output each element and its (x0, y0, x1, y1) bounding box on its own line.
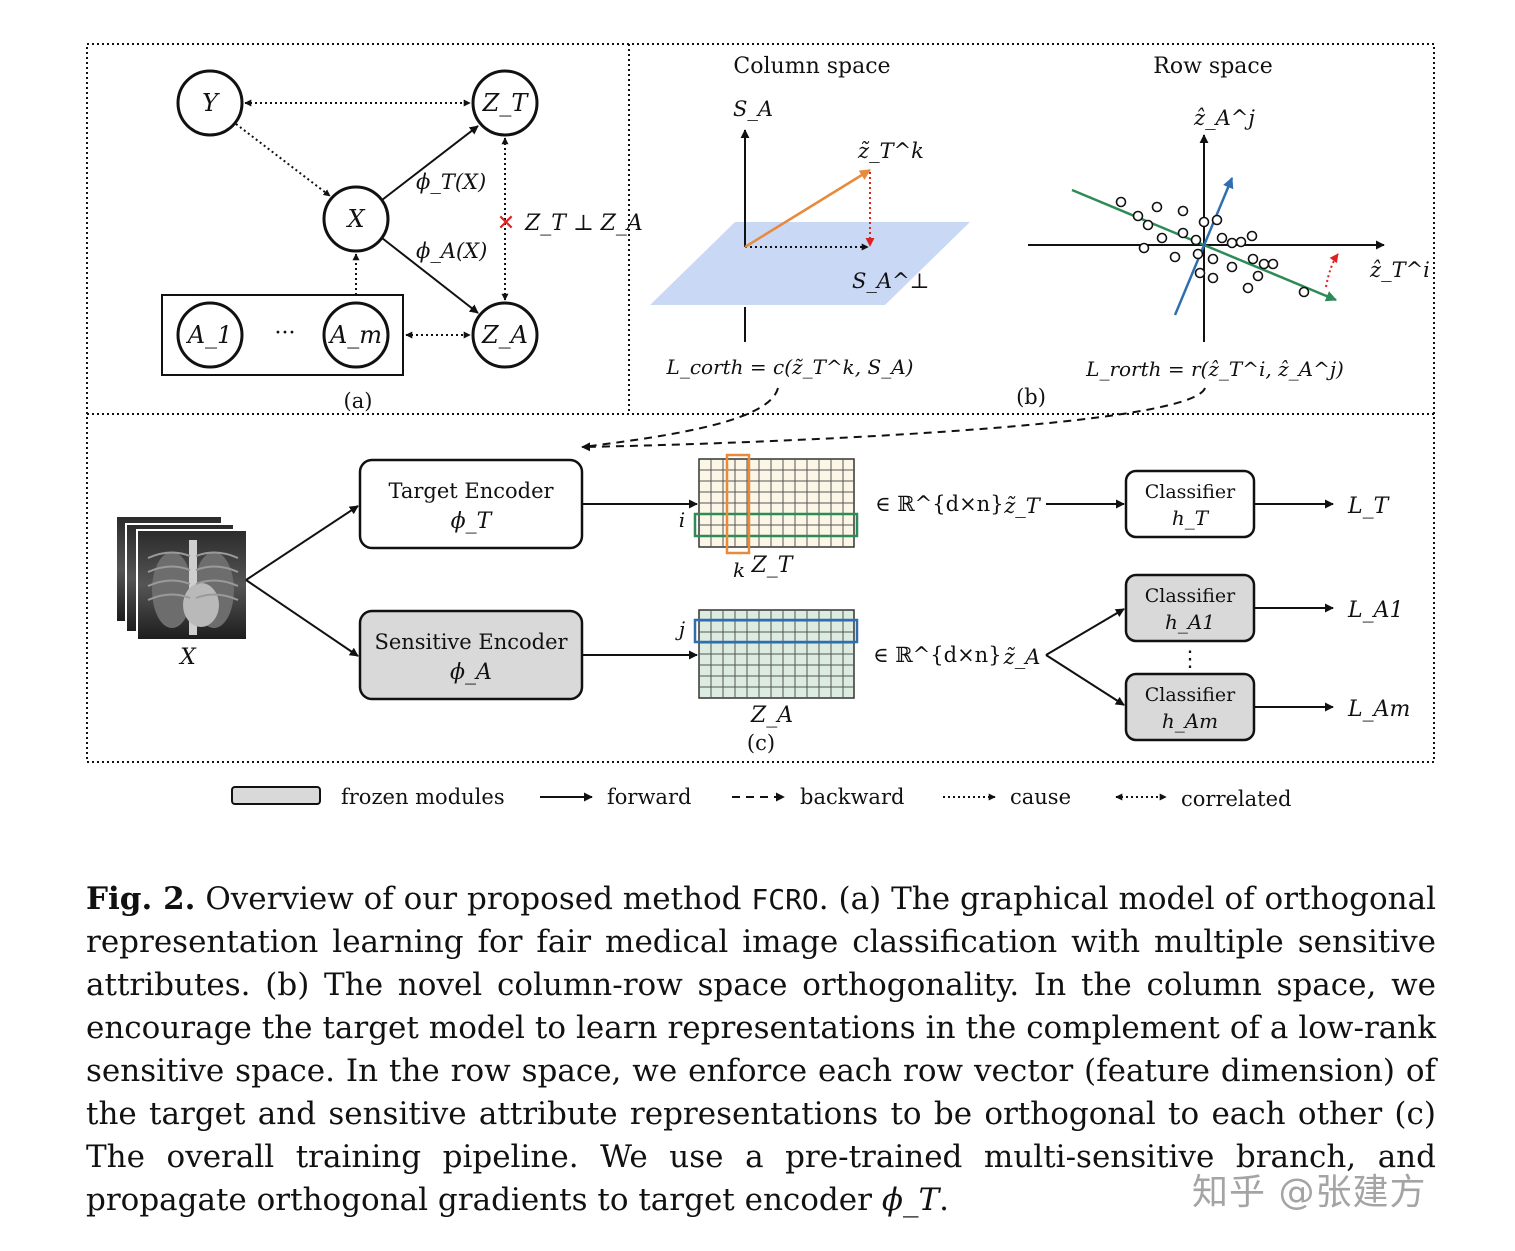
caption-text-before: Overview of our proposed method (195, 881, 752, 917)
classifier-t-title: Classifier (1145, 481, 1236, 503)
node-a1 (176, 301, 244, 369)
za-j-axis-label: ẑ_A^j (1193, 106, 1255, 130)
l-rorth-label: L_rorth = r(ẑ_T^i, ẑ_A^j) (1085, 357, 1344, 381)
col-index-k: k (733, 558, 745, 582)
node-dots: ··· (275, 321, 296, 346)
node-x (322, 185, 390, 253)
legend-backward-label: backward (800, 785, 904, 809)
zt-tilde-label: z̃_T (1003, 494, 1042, 518)
panel-c-label: (c) (747, 731, 775, 755)
zt-set-label: ∈ ℝ^{d×n} (875, 492, 1004, 516)
caption-end-symbol: ϕ_T (881, 1182, 940, 1218)
node-y (176, 69, 244, 137)
edge-x-zt (381, 125, 479, 201)
row-space-title: Row space (1153, 54, 1272, 79)
node-a1-label: A_1 (186, 321, 233, 349)
node-am-label: A_m (328, 321, 382, 349)
node-za (471, 301, 539, 369)
node-zt (471, 69, 539, 137)
legend-frozen-label: frozen modules (341, 785, 505, 809)
classifier-t-symbol: h_T (1172, 506, 1210, 530)
watermark: 知乎 @张建方 (1192, 1172, 1427, 1213)
sensitive-encoder-symbol: ϕ_A (450, 660, 492, 685)
za-set-label: ∈ ℝ^{d×n} (873, 643, 1002, 667)
zt-row-highlight (693, 512, 859, 538)
node-zt-label: Z_T (482, 89, 530, 117)
legend-forward-label: forward (607, 785, 691, 809)
phi-t-edge-label: ϕ_T(X) (416, 170, 486, 194)
za-matrix-label: Z_A (750, 703, 793, 728)
za-row-highlight (693, 618, 859, 644)
za-matrix (693, 609, 859, 699)
node-za-label: Z_A (481, 321, 528, 349)
za-tilde-label: z̃_A (1003, 645, 1041, 669)
panel-b-label: (b) (1016, 385, 1046, 409)
scatter-points (1115, 196, 1310, 298)
zt-k-vector (744, 168, 871, 249)
target-encoder-symbol: ϕ_T (451, 509, 494, 534)
legend-cause-label: cause (1010, 785, 1071, 809)
legend-correlated-label: correlated (1181, 787, 1291, 811)
node-am (322, 301, 390, 369)
s-a-perp-label: S_A^⊥ (852, 269, 929, 293)
target-encoder-box (358, 458, 584, 550)
classifier-dots: ⋮ (1179, 647, 1201, 672)
caption-text-after: . (a) The graphical model of orthogonal … (86, 881, 1436, 1218)
classifier-am-symbol: h_Am (1162, 709, 1218, 733)
sensitive-encoder-box (358, 609, 584, 701)
input-x-label: X (178, 645, 197, 670)
panel-b-row-space: Row space ẑ_A^j ẑ_T^i L_rorth = r(ẑ_T^i,… (1016, 54, 1430, 409)
edge-x-za (381, 237, 479, 314)
sensitive-attributes-box (161, 294, 404, 376)
panel-b-column-space: Column space S_A z̃_T^k S_A^⊥ L_corth = … (650, 54, 970, 379)
independence-label: Z_T ⊥ Z_A (524, 211, 643, 236)
classifier-a1-symbol: h_A1 (1165, 610, 1215, 634)
caption-fig-label: Fig. 2. (86, 881, 196, 917)
s-a-axis-label: S_A (733, 97, 773, 121)
target-encoder-title: Target Encoder (388, 479, 554, 503)
panel-a-label: (a) (344, 389, 373, 413)
loss-am-label: L_Am (1347, 697, 1410, 722)
legend: frozen modules forward backward cause co… (231, 785, 1291, 811)
panel-borders (86, 43, 1435, 763)
column-space-title: Column space (733, 54, 890, 79)
l-corth-label: L_corth = c(z̃_T^k, S_A) (666, 355, 914, 379)
legend-frozen-swatch (231, 786, 321, 805)
sensitive-plane (650, 222, 970, 305)
blue-direction (1173, 176, 1234, 316)
figure-diagram: Y Z_T X A_1 ··· A_m Z_A ϕ_T(X) ϕ_A(X) ✕ … (86, 43, 1435, 811)
backward-arrow-column (581, 387, 779, 448)
classifier-a1-title: Classifier (1145, 585, 1236, 607)
phi-a-edge-label: ϕ_A(X) (416, 239, 487, 263)
xray-image-stack (115, 515, 248, 641)
zt-matrix-label: Z_T (751, 553, 795, 578)
caption-method-name: FCRO (751, 883, 819, 916)
caption-end-period: . (939, 1182, 949, 1218)
node-y-label: Y (202, 89, 220, 117)
zt-i-axis-label: ẑ_T^i (1369, 258, 1430, 282)
loss-t-label: L_T (1347, 494, 1391, 519)
zt-k-label: z̃_T^k (857, 139, 924, 163)
node-x-label: X (345, 205, 365, 233)
independence-cross-icon: ✕ (497, 211, 515, 236)
row-index-j: j (675, 617, 685, 641)
backward-arrow-row (581, 387, 1206, 452)
zt-column-highlight (725, 453, 751, 555)
row-index-i: i (679, 508, 685, 532)
classifier-am-title: Classifier (1145, 684, 1236, 706)
figure-caption: Fig. 2. Overview of our proposed method … (86, 878, 1436, 1222)
panel-c-pipeline: X Target Encoder ϕ_T Sensitive Encoder ϕ… (115, 453, 1410, 755)
loss-a1-label: L_A1 (1347, 598, 1404, 623)
panel-a-graph: Y Z_T X A_1 ··· A_m Z_A ϕ_T(X) ϕ_A(X) ✕ … (161, 69, 643, 413)
edge-y-x (235, 123, 331, 197)
zt-matrix (693, 453, 859, 555)
sensitive-encoder-title: Sensitive Encoder (374, 630, 568, 654)
